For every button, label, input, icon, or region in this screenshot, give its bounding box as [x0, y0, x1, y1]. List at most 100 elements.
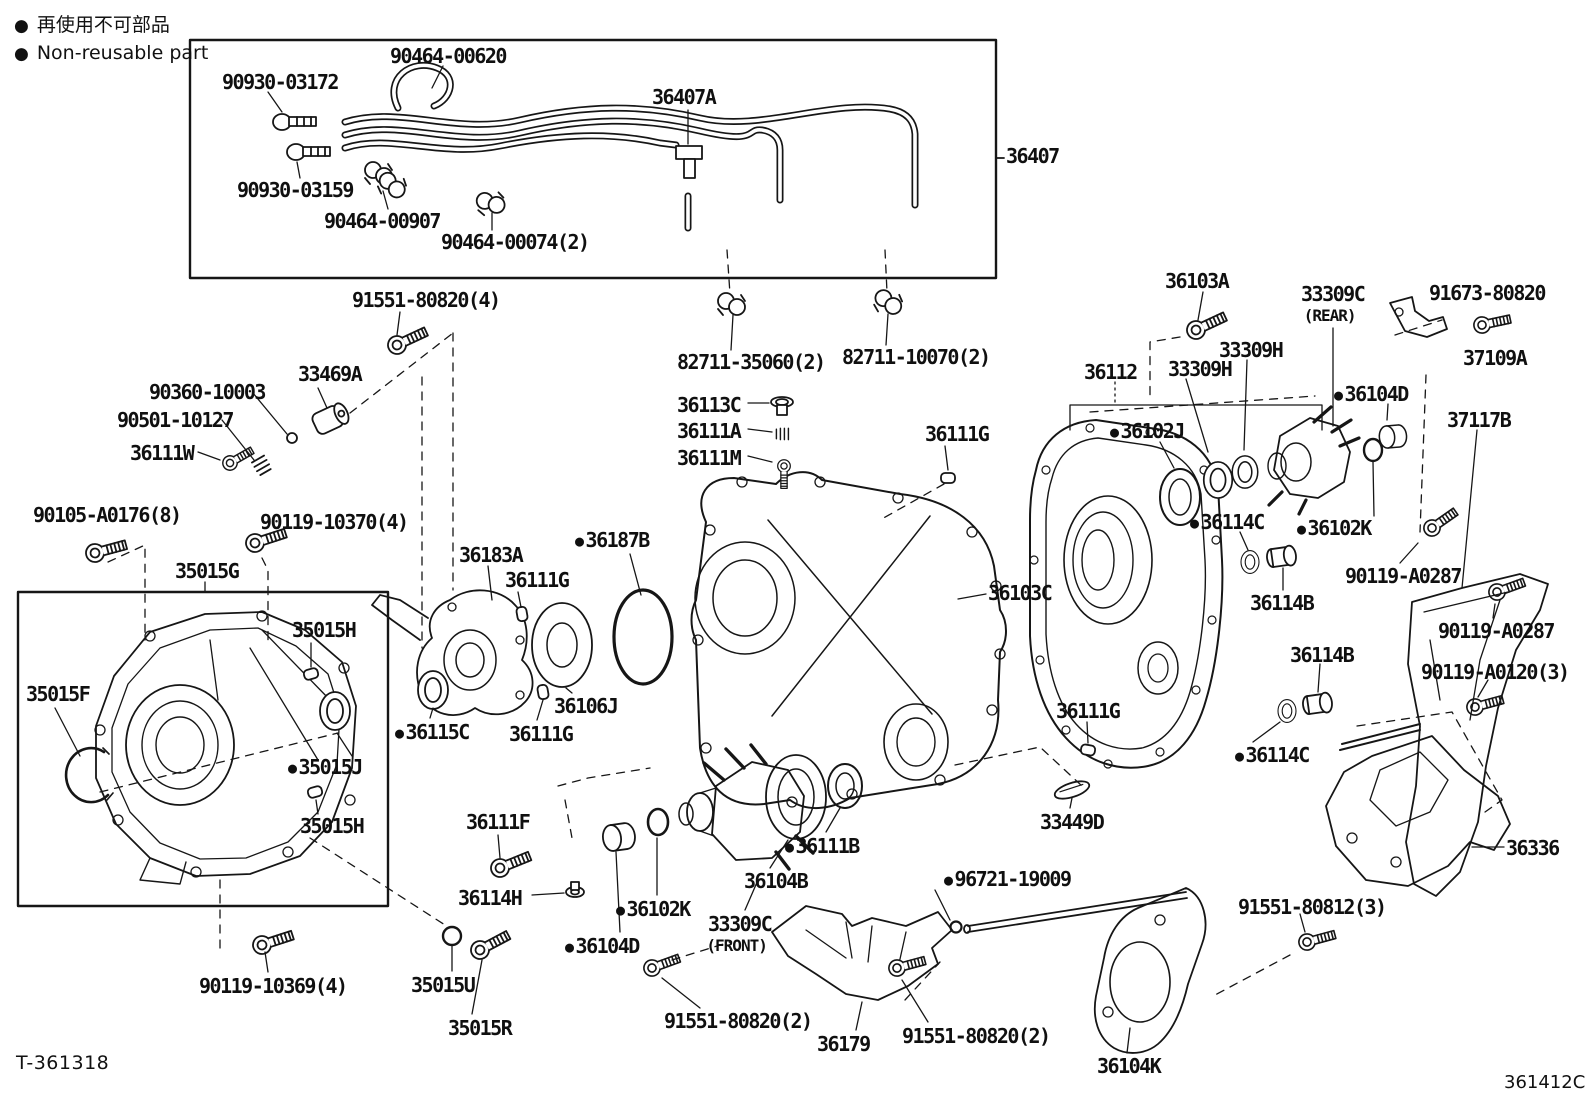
part-label-36187b: ●36187B [575, 530, 650, 550]
part-label-96721-19009: ●96721-19009 [944, 867, 1072, 891]
part-label-36102j: ●36102J [1110, 419, 1186, 443]
part-label-36104b: 36104B [744, 871, 809, 891]
part-number-text: 36111G [505, 568, 570, 592]
part-number-text: 33449D [1040, 810, 1105, 834]
part-number-text: 36114H [458, 886, 523, 910]
part-number-text: 36113C [677, 393, 742, 417]
non-reusable-bullet-icon: ● [575, 532, 584, 550]
part-label-36114h: 36114H [458, 886, 523, 910]
part-label-36106j: 36106J [554, 694, 619, 718]
part-label-91551-80812-3-: 91551-80812(3) [1238, 895, 1387, 919]
part-number-text: 36114C [1245, 743, 1311, 767]
part-number-text: 91551-80820(2) [902, 1024, 1051, 1048]
part-number-text: 36111B [795, 834, 861, 858]
part-number-text: 90105-A0176(8) [33, 503, 182, 527]
part-label-90360-10003: 90360-10003 [149, 380, 266, 404]
part-number-text: 35015G [175, 559, 240, 583]
part-label-90119-10370-4-: 90119-10370(4) [260, 512, 409, 532]
part-label-subtext: (FRONT) [706, 936, 767, 955]
part-label-36104d: ●36104D [565, 936, 640, 956]
part-number-text: 91673-80820 [1429, 281, 1546, 305]
part-label-36114c: ●36114C [1190, 510, 1266, 534]
part-label-91551-80820-4-: 91551-80820(4) [352, 290, 501, 310]
part-label-90464-00620: 90464-00620 [390, 46, 507, 66]
part-number-text: 36103C [988, 581, 1053, 605]
part-label-36112: 36112 [1084, 360, 1138, 384]
part-number-text: 35015R [448, 1016, 513, 1040]
part-label-36407a: 36407A [652, 87, 717, 107]
part-label-36104k: 36104K [1097, 1054, 1162, 1078]
part-label-35015u: 35015U [411, 973, 476, 997]
part-label-90501-10127: 90501-10127 [117, 408, 234, 432]
part-label-90464-00907: 90464-00907 [324, 211, 441, 231]
part-label-36183a: 36183A [459, 545, 524, 565]
part-number-text: 37109A [1463, 346, 1528, 370]
part-number-text: 36336 [1506, 836, 1560, 860]
part-label-36102k: ●36102K [616, 897, 692, 921]
non-reusable-bullet-icon: ● [785, 838, 794, 856]
part-label-90119-a0287: 90119-A0287 [1345, 566, 1462, 586]
part-label-36111g: 36111G [925, 422, 990, 446]
part-label-90105-a0176-8-: 90105-A0176(8) [33, 503, 182, 527]
part-number-text: 36112 [1084, 360, 1138, 384]
part-label-36111a: 36111A [677, 419, 742, 443]
part-number-text: 36102J [1120, 419, 1186, 443]
non-reusable-bullet-icon: ● [1110, 423, 1119, 441]
part-number-text: 36114B [1250, 591, 1315, 615]
part-label-35015h: 35015H [292, 620, 357, 640]
part-number-text: 36114B [1290, 643, 1355, 667]
part-label-36103c: 36103C [988, 581, 1053, 605]
part-label-33309c: 33309C(FRONT) [706, 914, 772, 954]
part-number-text: 35015U [411, 973, 476, 997]
part-label-33469a: 33469A [298, 362, 363, 386]
legend-row-jp: ●再使用不可部品 [14, 12, 208, 40]
part-label-subtext: (REAR) [1303, 306, 1357, 325]
part-number-text: 36111G [925, 422, 990, 446]
part-number-text: 33309H [1219, 338, 1284, 362]
non-reusable-bullet-icon: ● [14, 43, 29, 64]
legend-text-en: Non-reusable part [36, 41, 209, 64]
non-reusable-bullet-icon: ● [1297, 520, 1306, 538]
part-number-text: 36104K [1097, 1054, 1162, 1078]
part-label-36111f: 36111F [466, 810, 531, 834]
part-number-text: 36111G [509, 722, 574, 746]
part-label-82711-10070-2-: 82711-10070(2) [842, 345, 991, 369]
part-number-text: 35015F [26, 682, 91, 706]
part-number-text: 90119-10369(4) [199, 974, 348, 998]
part-number-text: 90501-10127 [117, 408, 234, 432]
part-label-90119-a0287: 90119-A0287 [1438, 621, 1555, 641]
part-label-36115c: ●36115C [395, 720, 471, 744]
part-label-33309h: 33309H [1168, 357, 1233, 381]
part-label-36111w: 36111W [130, 443, 195, 463]
non-reusable-bullet-icon: ● [1235, 747, 1244, 765]
part-number-text: 36111F [466, 810, 531, 834]
drawing-reference: T-361318 [16, 1052, 110, 1074]
part-number-text: 36102K [626, 897, 692, 921]
part-number-text: 36104D [1344, 382, 1410, 406]
legend-row-en: ● Non-reusable part [14, 40, 208, 68]
part-number-text: 33469A [298, 362, 363, 386]
part-label-37109a: 37109A [1463, 346, 1528, 370]
part-number-text: 96721-19009 [954, 867, 1072, 891]
part-number-text: 36115C [405, 720, 471, 744]
non-reusable-bullet-icon: ● [395, 724, 404, 742]
part-label-35015j: ●35015J [288, 757, 363, 777]
part-label-91551-80820-2-: 91551-80820(2) [902, 1024, 1051, 1048]
part-label-36114b: 36114B [1250, 591, 1315, 615]
part-label-90930-03159: 90930-03159 [237, 180, 354, 200]
part-number-text: 82711-10070(2) [842, 345, 991, 369]
part-number-text: 91551-80812(3) [1238, 895, 1387, 919]
part-number-text: 36111A [677, 419, 742, 443]
part-number-text: 33309H [1168, 357, 1233, 381]
part-label-37117b: 37117B [1447, 410, 1512, 430]
part-label-36179: 36179 [817, 1034, 871, 1054]
part-number-text: 33309C [1301, 282, 1366, 306]
part-label-35015f: 35015F [26, 682, 91, 706]
part-label-33309h: 33309H [1219, 338, 1284, 362]
part-number-text: 36114C [1200, 510, 1266, 534]
part-label-35015h: 35015H [300, 816, 365, 836]
non-reusable-bullet-icon: ● [288, 759, 297, 777]
part-number-text: 90360-10003 [149, 380, 266, 404]
part-label-36336: 36336 [1506, 836, 1560, 860]
part-number-text: 36106J [554, 694, 619, 718]
